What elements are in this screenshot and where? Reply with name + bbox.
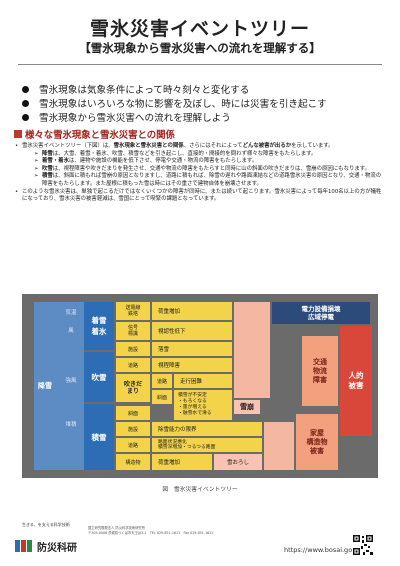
shisetsu-box: 施設 (116, 422, 150, 436)
arrow-right-icon: ➢ (34, 165, 39, 172)
shamen-box: 斜面 (152, 390, 172, 404)
shingo-box: 信号 標識 (116, 322, 150, 340)
kousetsu-label: 降雪 (38, 382, 52, 390)
nied-logo-icon (15, 540, 32, 552)
key-point: 雪氷現象は気象条件によって時々刻々と変化する (22, 82, 382, 96)
douro-box: 道路 (116, 438, 150, 452)
nadare-box: 雪崩 (234, 400, 260, 414)
summary-paragraph: • このような雪氷災害は、単独で起こるだけではなくいくつかの障害が同時に、または… (15, 188, 382, 203)
square-icon (14, 130, 22, 138)
section-heading: 様々な雪氷現象と雪氷災害との関係 (14, 127, 175, 141)
page-title: 雪氷災害イベントツリー (89, 18, 310, 40)
arrow-right-icon: ➢ (34, 173, 39, 180)
kyofu-label: 強風 (65, 378, 77, 384)
shitei-box: 視程障害 (152, 358, 232, 372)
qr-code-icon[interactable] (352, 534, 374, 556)
page-subtitle: 【雪氷現象から雪氷災害への流れを理解する】 (79, 41, 321, 55)
key-points: 雪氷現象は気象条件によって時々刻々と変化する 雪氷現象はいろいろな物に影響を及ぼ… (22, 82, 382, 124)
taiseki-label: 堆積 (65, 422, 77, 428)
bullet-icon (22, 113, 29, 121)
kajuu-box: 荷重増加 (152, 454, 212, 470)
sekisetsu-antei-box: 積雪が不安定 ・もろくなる ・量が増える ・融雪水で滑る (174, 390, 232, 420)
teiden-box: 電力設備損壊 広域停電 (272, 302, 370, 324)
koutsu-box: 交通 物流 障害 (302, 336, 338, 406)
kaoku-box: 家屋 構造物 被害 (296, 414, 338, 470)
soukou-box: 走行困難 (174, 374, 232, 388)
bullet-icon: • (15, 143, 19, 149)
douro-box: 道路 (116, 358, 150, 372)
list-item: ➢降雪は、大雪、着雪・着氷、吹雪、積雪などを引き起こし、直接的・間接的を問わず様… (34, 150, 317, 157)
title-divider (18, 64, 382, 65)
org-name: 防災科研 (37, 543, 77, 554)
densen-box: 送電線 鉄塔 (116, 302, 150, 320)
bullet-icon (22, 85, 29, 93)
bullet-icon (22, 99, 29, 107)
intro-paragraph: • 雪氷災害イベントツリー（下図）は、雪氷現象と雪氷災害との関係、さらにはそれに… (15, 143, 334, 149)
rakusetsu-box: 落雪 (152, 342, 232, 356)
fubuki-box: 吹雪 (84, 352, 114, 402)
key-point: 雪氷現象はいろいろな物に影響を及ぼし、時には災害を引き起こす (22, 96, 382, 110)
jinteki-box: 人的 被害 (340, 326, 372, 436)
josetsu-box: 除雪能力の限界 (152, 422, 262, 436)
kaze-label: 風 (68, 328, 74, 334)
footer-address: 国立研究開発法人 防災科学技術研究所 〒305-0006 茨城県つくば市天王台3… (88, 526, 214, 535)
douro-box: 道路 (152, 374, 172, 388)
footer-url[interactable]: https://www.bosai.go.jp (284, 546, 361, 554)
sekisetsu-box: 積雪 (84, 404, 114, 470)
arrow-right-icon: ➢ (34, 158, 39, 165)
shisetsu-box: 施設 (116, 342, 150, 356)
fukidamari-box: 吹きだ まり (116, 374, 150, 402)
kion-label: 気温 (65, 310, 77, 316)
shamen-box: 斜面 (116, 406, 150, 420)
romen-box: 路面状況悪化 積雪深増加・つるつる路面 (152, 438, 262, 452)
shikaku-box: 視認性低下 (152, 322, 232, 340)
kajuu-box: 荷重増加 (152, 302, 232, 320)
footer-tagline: 生きる、を支える科学技術 (22, 522, 70, 527)
kouzoubutsu-box: 構造物 (116, 454, 150, 470)
bullet-icon: • (15, 188, 19, 195)
yukioroshi-box: 雪おろし (214, 454, 262, 470)
chakusetsu-box: 着雪 着氷 (84, 302, 114, 350)
list-item: ➢吹雪は、視程障害や吹きだまりを発生させ、交通や物流の障害をもたらすと同時に山の… (34, 165, 370, 172)
body-text: • 雪氷災害イベントツリー（下図）は、雪氷現象と雪氷災害との関係、さらにはそれに… (14, 143, 386, 204)
diagram-caption: 図 雪氷災害イベントツリー (162, 487, 238, 493)
nied-logo: 防災科研 (14, 538, 77, 554)
list-item: ➢着雪・着氷は、建物や施設の機能を低下させ、停電や交通・物流の障害をもたらします… (34, 158, 258, 165)
list-item: ➢積雪は、斜面に積もれば雪崩の原因となりますし、道路に積もれば、除雪の遅れや路面… (34, 173, 382, 187)
key-point: 雪氷現象から雪氷災害への流れを理解しよう (22, 110, 382, 124)
event-tree-diagram: 降雪 気温 風 強風 堆積 着雪 着氷 吹雪 積雪 送電線 鉄塔 信号 標識 施… (22, 294, 378, 478)
arrow-right-icon: ➢ (34, 150, 39, 157)
